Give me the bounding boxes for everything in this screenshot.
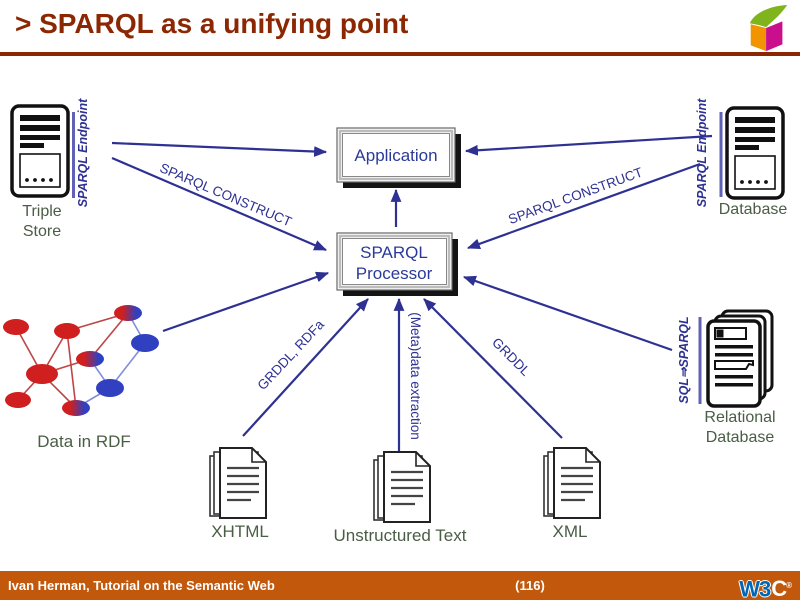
xhtml-node: XHTML <box>208 446 269 541</box>
stacked-records-icon <box>706 309 774 408</box>
w3c-logo-c: C <box>771 576 787 602</box>
triple-store-node: SPARQL Endpoint Triple Store <box>10 98 90 240</box>
arrow-database-to-application <box>464 134 713 156</box>
rdf-node <box>5 392 31 408</box>
rdf-node <box>26 364 58 384</box>
w3c-logo: W3C® <box>739 573 792 602</box>
reldb-label-line2: Database <box>706 429 775 446</box>
arrow-reldb-to-processor <box>462 275 673 352</box>
document-stack-icon <box>208 446 268 520</box>
triple-store-endpoint-label: SPARQL Endpoint <box>76 98 90 207</box>
page-number: (116) <box>515 578 545 593</box>
cube-right-face <box>766 21 783 52</box>
rdf-graph-label: Data in RDF <box>37 432 131 451</box>
arrows <box>111 134 713 455</box>
application-box: Application <box>336 127 461 188</box>
sparql-processor-box: SPARQL Processor <box>336 232 458 296</box>
unstructured-text-node: Unstructured Text <box>334 450 467 545</box>
rdf-nodes <box>3 305 159 416</box>
document-stack-icon <box>542 446 602 520</box>
arrow-rdfgraph-to-processor <box>162 271 330 333</box>
rdf-graph: Data in RDF <box>3 305 159 451</box>
database-label: Database <box>719 201 788 218</box>
server-icon <box>10 104 70 198</box>
reldb-label-line1: Relational <box>704 409 775 426</box>
database-endpoint-label: SPARQL Endpoint <box>695 98 709 207</box>
sql-sparql-label: SQL⇒SPARQL <box>677 316 691 403</box>
database-node: SPARQL Endpoint Database <box>695 98 787 218</box>
arrow-triplestore-to-processor <box>111 156 327 252</box>
w3c-logo-reg: ® <box>786 581 792 590</box>
rdf-node <box>114 305 142 321</box>
rdf-node <box>131 334 159 352</box>
triple-store-label-line2: Store <box>23 223 61 240</box>
xml-label: XML <box>553 522 588 541</box>
rdf-node <box>62 400 90 416</box>
rdf-node <box>96 379 124 397</box>
rdf-node <box>54 323 80 339</box>
relational-database-node: SQL⇒SPARQL Relational Database <box>677 309 776 446</box>
right-construct-label: SPARQL CONSTRUCT <box>506 164 644 227</box>
xml-node: XML <box>542 446 602 541</box>
processor-label-line2: Processor <box>356 264 433 283</box>
cube-logo-icon <box>749 5 788 52</box>
cube-top-leaf <box>749 5 788 28</box>
page-title: > SPARQL as a unifying point <box>15 8 409 39</box>
title-rule <box>0 52 800 56</box>
footer-credit: Ivan Herman, Tutorial on the Semantic We… <box>8 578 275 593</box>
footer-bar: Ivan Herman, Tutorial on the Semantic We… <box>0 571 800 602</box>
rdf-node <box>3 319 29 335</box>
left-construct-label: SPARQL CONSTRUCT <box>158 160 294 229</box>
application-label: Application <box>354 146 437 165</box>
metadata-extraction-label: (Meta)data extraction <box>408 312 423 440</box>
cube-left-face <box>750 24 767 52</box>
server-icon <box>725 106 785 200</box>
arrow-xhtml-to-processor <box>242 298 369 437</box>
w3c-logo-w3: W3 <box>739 576 771 602</box>
unstructured-label: Unstructured Text <box>334 526 467 545</box>
processor-label-line1: SPARQL <box>360 243 428 262</box>
arrow-triplestore-to-application <box>111 141 328 157</box>
xhtml-label: XHTML <box>211 522 269 541</box>
triple-store-label-line1: Triple <box>22 203 62 220</box>
arrow-database-to-processor <box>466 162 701 250</box>
rdf-node <box>76 351 104 367</box>
document-stack-icon <box>372 450 432 524</box>
arrow-xml-to-processor <box>423 298 563 439</box>
